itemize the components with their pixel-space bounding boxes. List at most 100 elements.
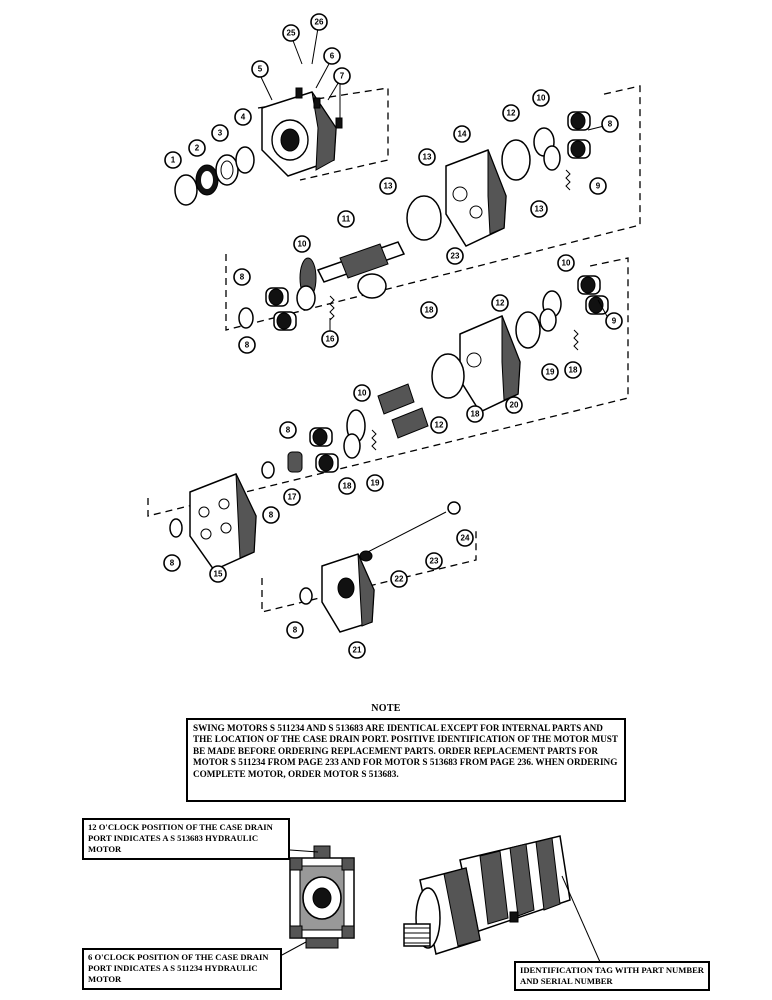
identification-tag-label: IDENTIFICATION TAG WITH PART NUMBER AND … [514,961,710,991]
callout-21: 21 [348,641,366,659]
callout-4: 4 [234,108,252,126]
callout-8: 8 [286,621,304,639]
callout-19: 19 [366,474,384,492]
svg-text:10: 10 [537,94,546,103]
dashed-boundary-second [225,85,641,331]
callout-18: 18 [564,361,582,379]
svg-text:12: 12 [507,109,516,118]
svg-text:13: 13 [384,182,393,191]
callout-5: 5 [251,60,269,78]
callout-8: 8 [233,268,251,286]
svg-text:8: 8 [608,120,613,129]
callout-14: 14 [453,125,471,143]
svg-text:24: 24 [461,534,470,543]
callout-13: 13 [530,200,548,218]
callout-12: 12 [430,416,448,434]
dashed-boundary-top [257,87,389,181]
svg-text:9: 9 [596,182,601,191]
callout-3: 3 [211,124,229,142]
assembled-motor-view [403,835,601,963]
callout-8: 8 [163,554,181,572]
callout-17: 17 [283,488,301,506]
svg-text:12: 12 [435,421,444,430]
svg-text:13: 13 [535,205,544,214]
callout-25: 25 [282,24,300,42]
callout-12: 12 [491,294,509,312]
svg-text:6: 6 [330,52,335,61]
svg-text:7: 7 [340,72,345,81]
callout-1: 1 [164,151,182,169]
svg-text:22: 22 [395,575,404,584]
callout-13: 13 [379,177,397,195]
svg-text:9: 9 [612,317,617,326]
svg-text:8: 8 [245,341,250,350]
twelve-oclock-label: 12 O'CLOCK POSITION OF THE CASE DRAIN PO… [82,818,290,860]
note-box: SWING MOTORS S 511234 AND S 513683 ARE I… [186,718,626,802]
end-cover-group [174,87,343,206]
svg-text:26: 26 [315,18,324,27]
svg-text:8: 8 [269,511,274,520]
svg-text:8: 8 [293,626,298,635]
note-title: NOTE [371,703,401,714]
svg-text:13: 13 [423,153,432,162]
svg-text:2: 2 [195,144,200,153]
svg-text:15: 15 [214,570,223,579]
svg-text:20: 20 [510,401,519,410]
callout-18: 18 [466,405,484,423]
end-housing-group [169,473,257,571]
six-oclock-label: 6 O'CLOCK POSITION OF THE CASE DRAIN POR… [82,948,282,990]
callout-18: 18 [420,301,438,319]
svg-text:21: 21 [353,646,362,655]
svg-text:23: 23 [430,557,439,566]
callout-2: 2 [188,139,206,157]
svg-text:11: 11 [342,215,351,224]
callout-8: 8 [262,506,280,524]
gear-housing-group [238,111,591,331]
callout-6: 6 [323,47,341,65]
callout-10: 10 [557,254,575,272]
svg-text:8: 8 [286,426,291,435]
motor-end-view [281,845,355,956]
svg-text:25: 25 [287,29,296,38]
svg-text:12: 12 [496,299,505,308]
callout-22: 22 [390,570,408,588]
svg-text:18: 18 [471,410,480,419]
callout-8: 8 [601,115,619,133]
svg-text:8: 8 [240,273,245,282]
svg-text:16: 16 [326,335,335,344]
svg-text:3: 3 [218,129,223,138]
callout-10: 10 [532,89,550,107]
callout-9: 9 [605,312,623,330]
svg-text:18: 18 [425,306,434,315]
callout-23: 23 [446,247,464,265]
svg-text:8: 8 [170,559,175,568]
svg-text:18: 18 [343,482,352,491]
callout-8: 8 [279,421,297,439]
callout-26: 26 [310,13,328,31]
callout-12: 12 [502,104,520,122]
callout-bubbles: 1 2 3 4 5 6 7 8 25 26 14 12 10 9 13 13 1… [163,13,623,659]
svg-text:14: 14 [458,130,467,139]
svg-text:4: 4 [241,113,246,122]
svg-text:19: 19 [546,368,555,377]
svg-text:17: 17 [288,493,297,502]
callout-8: 8 [238,336,256,354]
callout-16: 16 [321,330,339,348]
seal-ring-part [174,174,198,206]
callout-19: 19 [541,363,559,381]
svg-text:5: 5 [258,65,263,74]
callout-24: 24 [456,529,474,547]
mounting-flange-group [299,501,461,633]
svg-text:10: 10 [562,259,571,268]
callout-18: 18 [338,477,356,495]
svg-text:23: 23 [451,252,460,261]
svg-text:10: 10 [358,389,367,398]
callout-20: 20 [505,396,523,414]
callout-11: 11 [337,210,355,228]
svg-text:1: 1 [171,156,176,165]
callout-7: 7 [333,67,351,85]
callout-13: 13 [418,148,436,166]
callout-15: 15 [209,565,227,583]
svg-text:19: 19 [371,479,380,488]
